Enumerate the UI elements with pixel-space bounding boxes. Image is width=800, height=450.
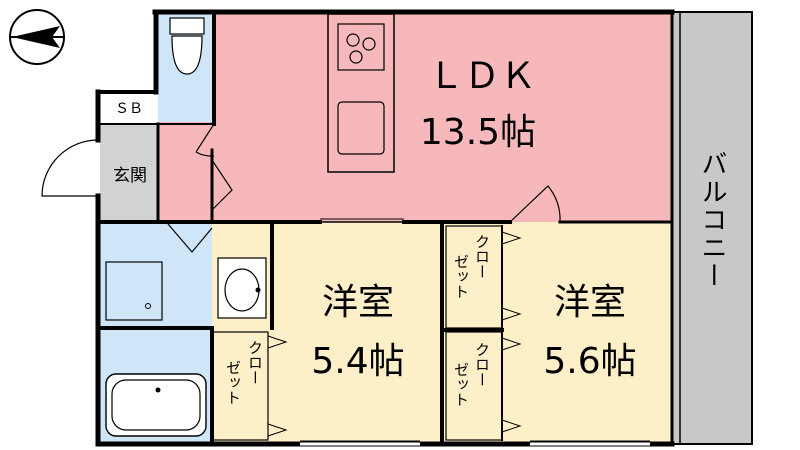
western-room-1-size: 5.4帖 <box>311 341 404 382</box>
shoebox-area <box>100 92 158 124</box>
bathtub-icon <box>105 373 207 437</box>
shoebox-label: ＳＢ <box>115 101 143 117</box>
ldk-name: ＬＤＫ <box>428 56 536 97</box>
closet-doors <box>267 231 522 437</box>
closet-label-1: クロー ゼット <box>224 340 264 405</box>
western-room-2-size: 5.6帖 <box>543 341 636 382</box>
svg-text:ゼット: ゼット <box>224 360 242 405</box>
closet-label-3: クロー ゼット <box>452 342 491 407</box>
balcony-label: バルコニー <box>697 150 727 290</box>
svg-text:クロー: クロー <box>473 342 491 387</box>
svg-text:ゼット: ゼット <box>452 254 470 299</box>
closet-2 <box>445 225 503 329</box>
western-room-2-name: 洋室 <box>554 282 626 323</box>
svg-text:ゼット: ゼット <box>452 362 470 407</box>
balcony-area <box>671 11 753 445</box>
entrance-area <box>100 124 158 222</box>
svg-text:クロー: クロー <box>246 340 264 385</box>
north-arrow-icon <box>9 9 65 65</box>
ldk-room <box>158 12 672 222</box>
closet-1 <box>211 331 269 441</box>
ldk-size: 13.5帖 <box>420 112 536 153</box>
washing-machine-pan <box>105 261 163 321</box>
toilet-icon <box>169 17 205 75</box>
closet-label-2: クロー ゼット <box>452 234 491 299</box>
doors <box>41 123 650 447</box>
entrance-label: 玄関 <box>113 166 147 186</box>
kitchen-counter <box>327 13 395 173</box>
western-room-1-name: 洋室 <box>322 282 394 323</box>
svg-text:クロー: クロー <box>473 234 491 279</box>
wash-basin-icon <box>217 257 267 319</box>
